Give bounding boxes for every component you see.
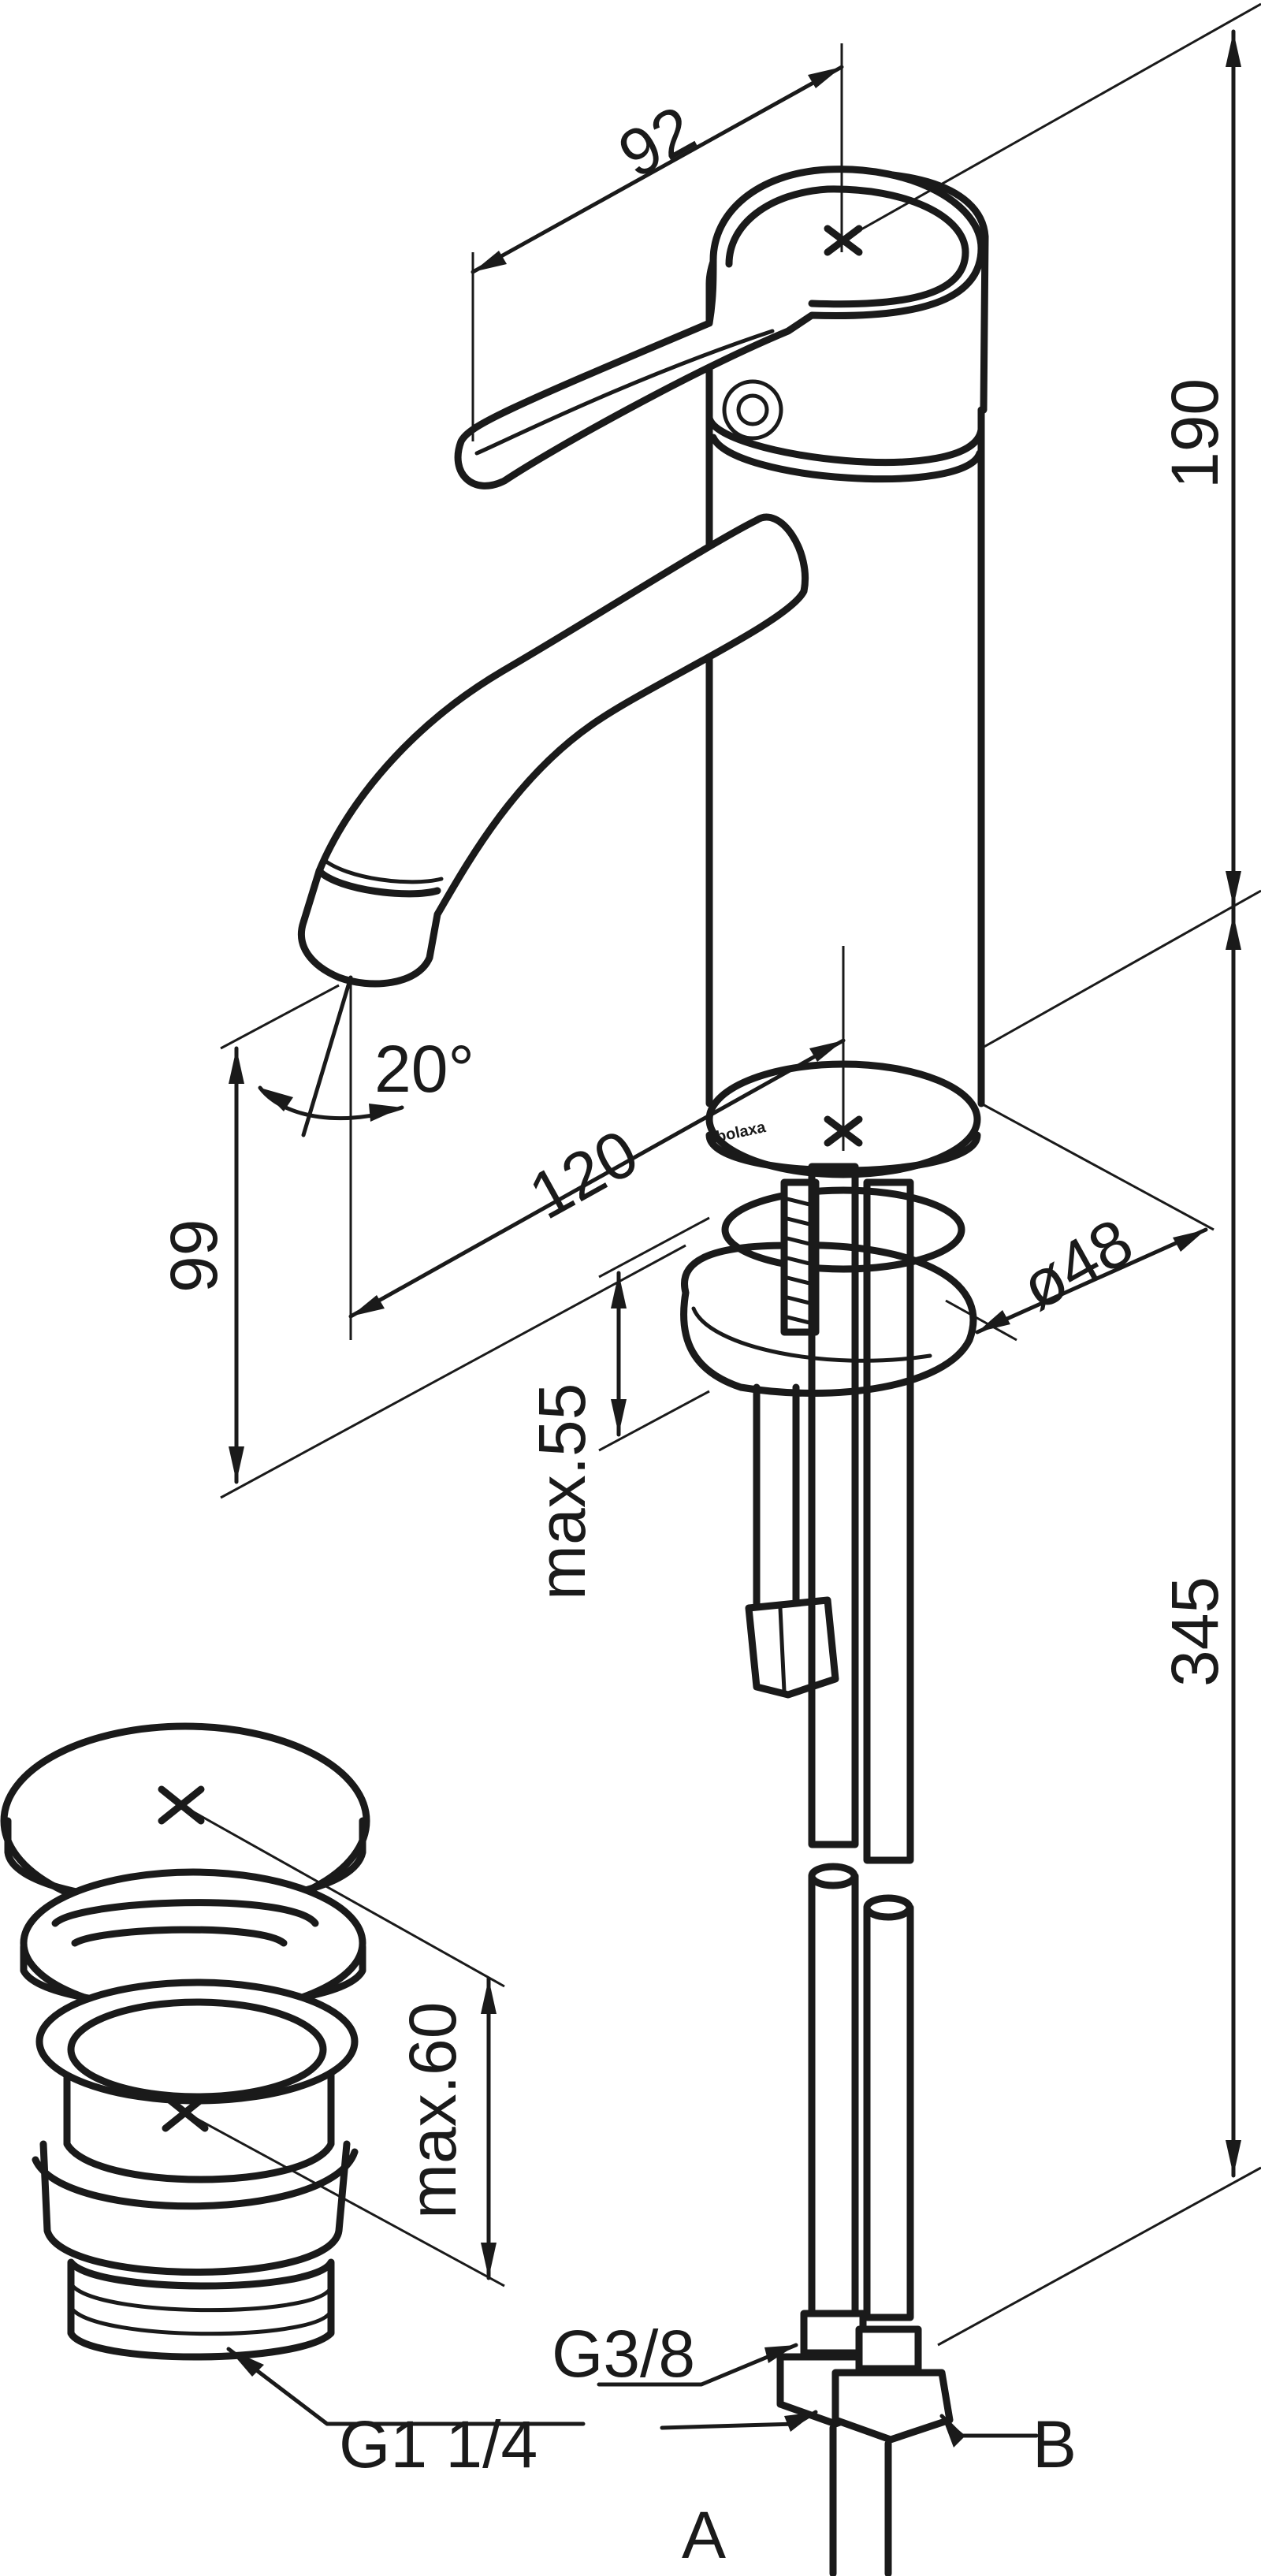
dimension-waste-max-thickness: max.60 (396, 2002, 470, 2219)
label-connection-a: A (682, 2498, 726, 2572)
label-connection-b: B (1032, 2407, 1077, 2481)
dimension-base-diameter: ø48 (1009, 1204, 1144, 1323)
hose-end-nut-b (831, 2325, 954, 2576)
dimension-spout-angle: 20° (374, 1032, 474, 1106)
dimension-max-deck-thickness: max.55 (525, 1383, 599, 1600)
popup-waste (0, 1722, 370, 2361)
dimension-handle-reach: 92 (607, 91, 707, 192)
base-escutcheon (680, 1060, 981, 1397)
dimension-spout-height: 99 (157, 1219, 231, 1293)
hose-b (863, 1178, 914, 2321)
spout (297, 513, 809, 988)
dimension-lines (180, 2, 1261, 2448)
dimension-inlet-thread: G3/8 (552, 2317, 695, 2391)
dimension-spout-projection: 120 (517, 1115, 649, 1234)
dimension-hose-length: 345 (1158, 1576, 1232, 1687)
faucet-body (705, 406, 985, 1107)
dimension-upper-height: 190 (1158, 378, 1232, 489)
dimension-waste-thread: G1 1/4 (339, 2407, 538, 2481)
hose-a (808, 1163, 859, 2321)
lever-handle (454, 166, 985, 490)
